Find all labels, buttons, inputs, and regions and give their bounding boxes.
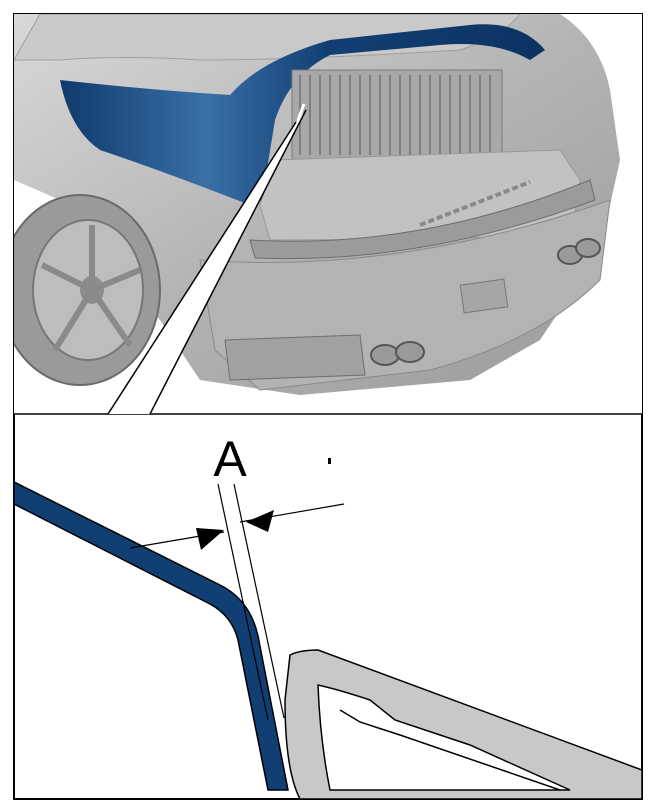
dimension-arrow-right: [246, 510, 274, 532]
dimension-label: A: [213, 431, 247, 487]
detail-marker: [296, 103, 306, 121]
detail-view: A: [13, 431, 643, 800]
blue-trim-panel: [60, 24, 545, 205]
gap-line-right: [233, 483, 285, 719]
gap-line-left: [217, 483, 269, 721]
lower-vent: [224, 334, 366, 381]
blue-panel-edge: [13, 480, 289, 791]
component-cutout: [317, 684, 571, 791]
reference-tick: [328, 458, 331, 464]
license-plate-recess: [459, 278, 509, 314]
rear-lettering-graphic: [419, 180, 531, 227]
tail-light-bar: [249, 179, 596, 260]
car-rear-view: [14, 14, 642, 414]
grille-slats: [299, 75, 491, 155]
rear-wheel: [14, 194, 161, 386]
dimension-arrow-left: [196, 528, 224, 550]
engine-grille: [291, 69, 503, 161]
exhaust-left: [370, 341, 425, 366]
component-edge-line: [339, 709, 561, 791]
magnification-leader: [107, 109, 307, 415]
exhaust-right: [557, 238, 601, 265]
